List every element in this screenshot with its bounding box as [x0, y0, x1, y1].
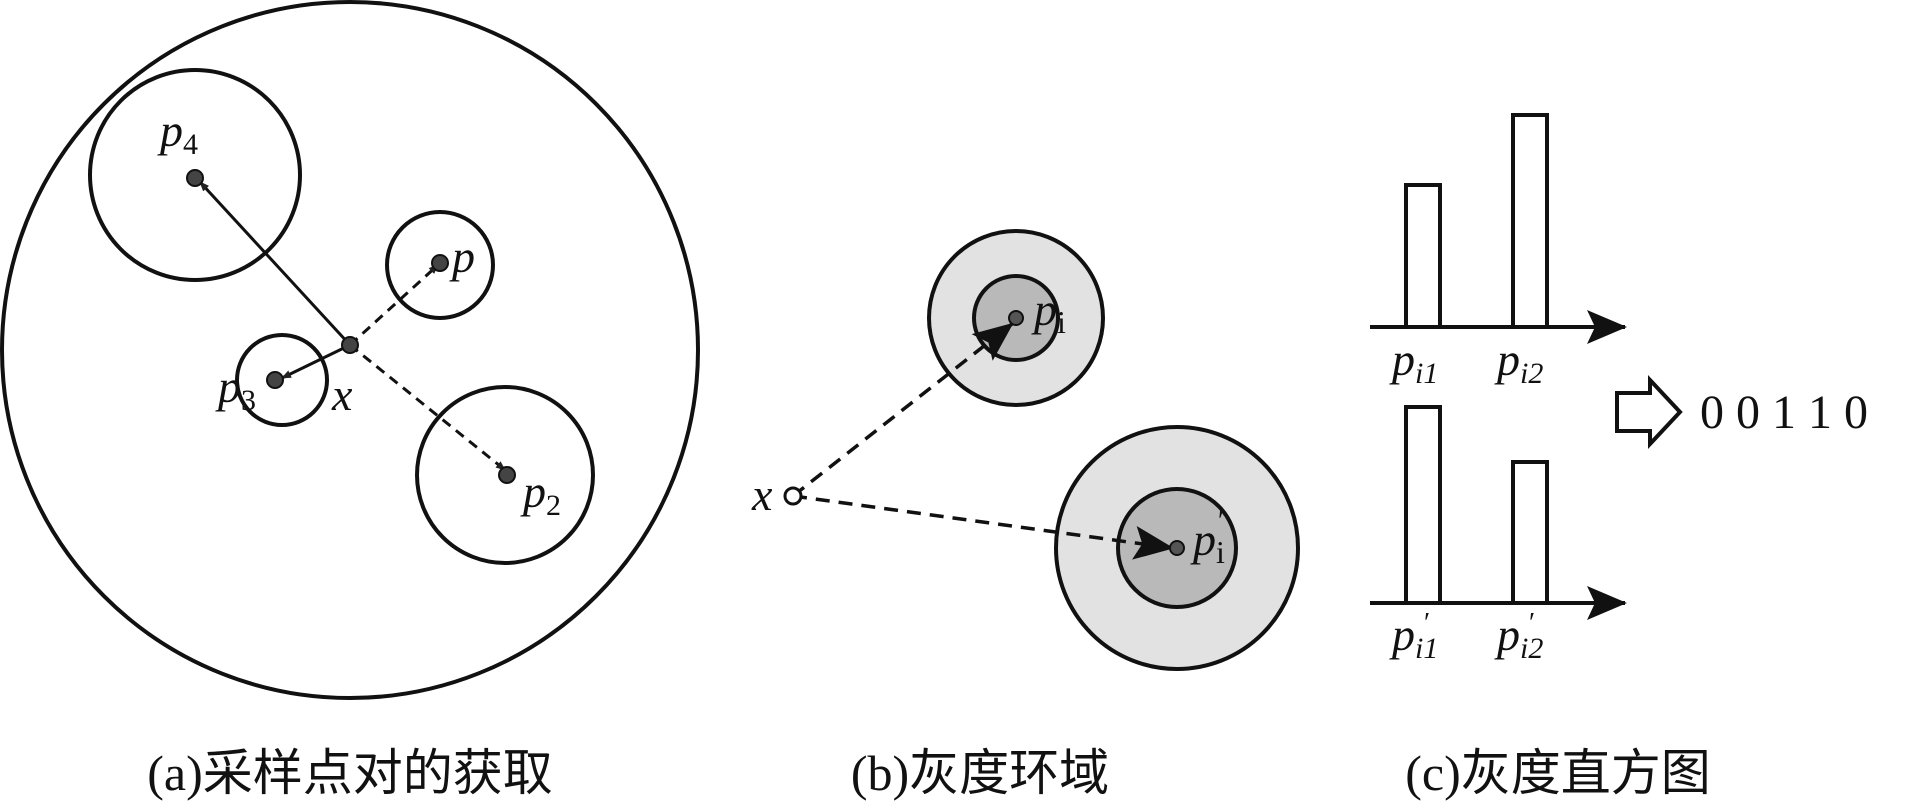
label-p3: p3 [215, 361, 256, 417]
outer-sampling-circle [0, 0, 700, 700]
bar-bottom-pi1 [1404, 405, 1442, 605]
label-x-b: x [751, 469, 773, 520]
point-x [341, 336, 359, 354]
arrow-x-to-p2 [349, 343, 506, 472]
arrow-x-to-p [348, 263, 440, 347]
bar-bottom-pi2 [1511, 460, 1549, 605]
label-pi: pi [1031, 284, 1066, 340]
patch-circle-p4 [88, 68, 302, 282]
arrow-x-to-pi-prime [792, 494, 1174, 560]
label-top-pi1: pi1 [1389, 334, 1438, 390]
panel-b: x pi pi ′ (b)灰度环域 [751, 229, 1300, 801]
bar-top-pi2 [1511, 113, 1549, 329]
prime-mark-1: ′ [1424, 608, 1430, 639]
label-p: p [449, 231, 475, 282]
prime-mark-b: ′ [1218, 506, 1224, 537]
prime-mark-2: ′ [1529, 608, 1535, 639]
label-top-pi2: pi2 [1494, 334, 1543, 390]
caption-a: (a)采样点对的获取 [147, 745, 553, 801]
label-p4: p4 [157, 105, 198, 161]
point-x-b [783, 486, 803, 506]
arrow-x-to-p3 [281, 343, 351, 380]
patch-circle-p2 [415, 385, 595, 565]
caption-b: (b)灰度环域 [851, 745, 1109, 801]
caption-c: (c)灰度直方图 [1405, 745, 1711, 801]
arrow-x-to-pi [791, 322, 1014, 498]
point-p2 [498, 466, 516, 484]
label-bottom-pi1: pi1 [1389, 609, 1438, 665]
patch-circle-p [385, 210, 495, 320]
label-p2: p2 [520, 466, 561, 522]
result-arrow-icon [1615, 374, 1683, 450]
arrow-x-to-p4 [198, 180, 352, 347]
patch-circle-p3 [235, 333, 329, 427]
binary-code: 0 0 1 1 0 [1700, 386, 1868, 439]
point-p4 [186, 169, 204, 187]
label-pi-prime: pi [1190, 514, 1225, 570]
panel-c: pi1 pi2 pi1 pi2 ′ ′ 0 0 1 1 0 (c)灰度直方图 [1370, 113, 1868, 801]
label-x-a: x [331, 369, 353, 420]
point-p [431, 254, 449, 272]
point-pi-prime [1169, 540, 1185, 556]
bar-top-pi1 [1404, 183, 1442, 329]
panel-a: p4 p p3 x p2 (a)采样点对的获取 [0, 0, 700, 801]
point-p3 [266, 371, 284, 389]
label-bottom-pi2: pi2 [1494, 609, 1543, 665]
point-pi [1008, 310, 1024, 326]
